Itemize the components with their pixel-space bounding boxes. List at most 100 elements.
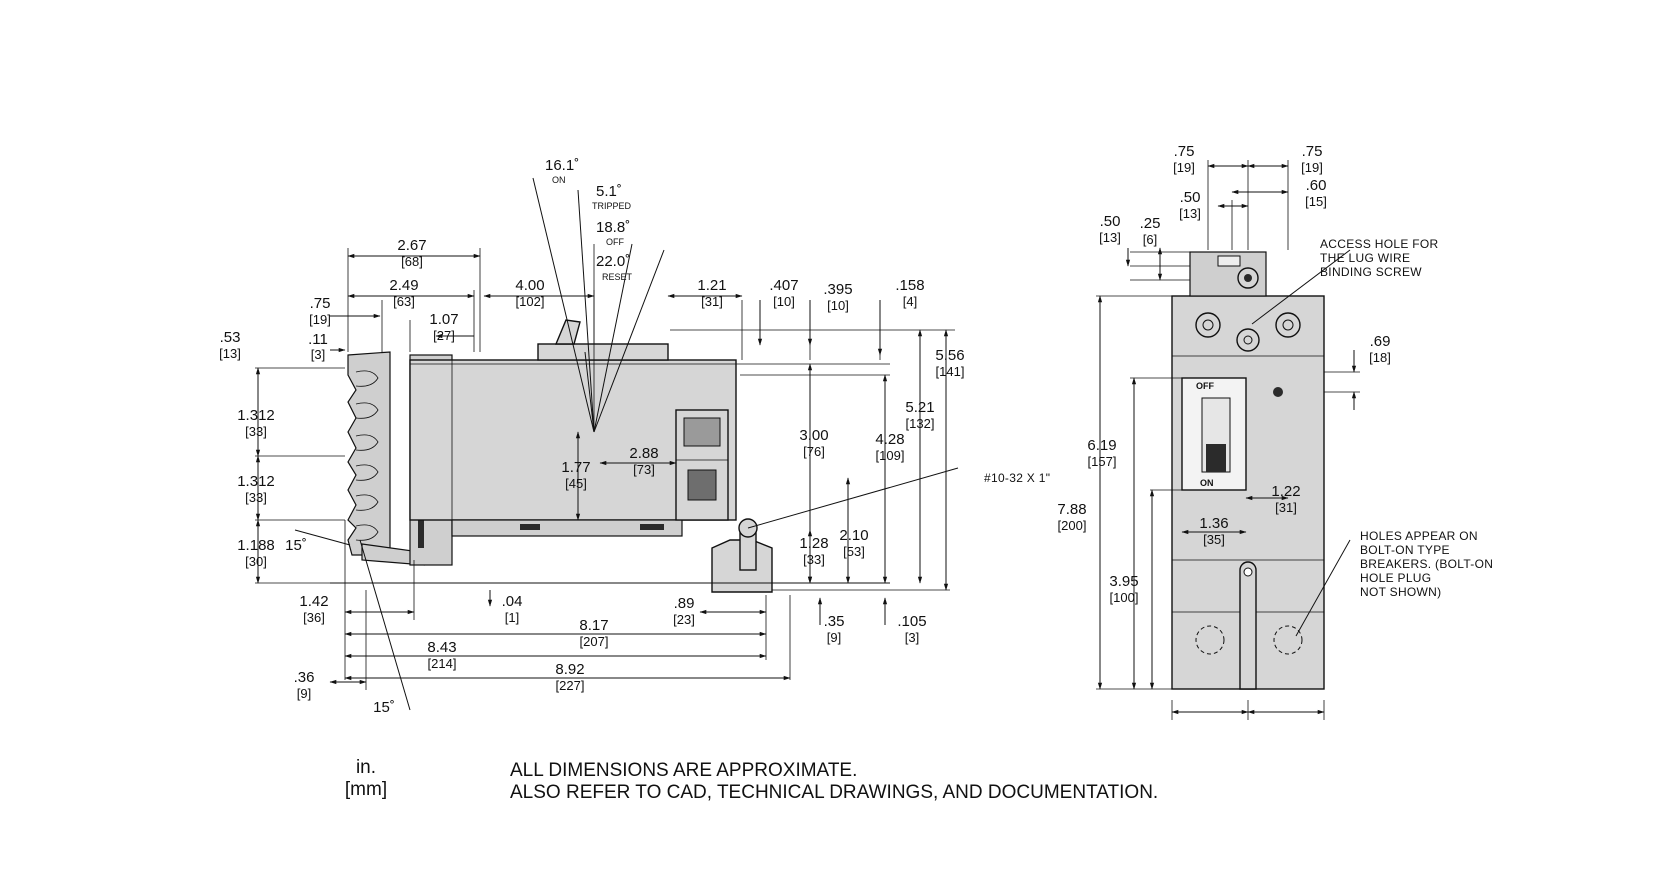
dimension-arrows (255, 253, 959, 711)
dim-front-view-dims-8-in: 6.19 (1087, 437, 1116, 454)
dim-side-view-dims-23-mm: [1] (505, 610, 519, 625)
dim-side-view-dims-13-mm: [109] (876, 448, 905, 463)
front-dimension-arrows (1097, 163, 1357, 715)
dim-side-view-dims-25-mm: [207] (580, 634, 609, 649)
dim-front-view-dims-1-in: .75 (1302, 143, 1323, 160)
dim-side-view-dims-5-mm: [13] (219, 346, 241, 361)
dim-front-view-dims-4-in: .50 (1100, 213, 1121, 230)
angle-off-value: 18.8˚ (596, 219, 630, 236)
units-mm: [mm] (344, 779, 388, 800)
dim-side-view-dims-2-mm: [19] (309, 312, 331, 327)
dim-front-view-dims-11-mm: [31] (1275, 500, 1297, 515)
dim-front-view-dims-9-in: 3.95 (1109, 573, 1138, 590)
dim-side-view-dims-26-in: 8.43 (427, 639, 456, 656)
dim-side-view-dims-18-in: 1.312 (237, 473, 275, 490)
dim-side-view-dims-0-mm: [68] (401, 254, 423, 269)
dim-side-view-dims-15-mm: [73] (633, 462, 655, 477)
dim-side-view-dims-28-in: .36 (294, 669, 315, 686)
dim-side-view-dims-22-mm: [36] (303, 610, 325, 625)
angle-reset-value: 22.0˚ (596, 253, 630, 270)
dim-front-view-dims-5-in: .25 (1140, 215, 1161, 232)
front-view-labels: .75 [19] .75 [19] .50 [13] .60 [15] .50 … (1057, 143, 1493, 605)
angle-tripped-label: TRIPPED (592, 201, 632, 211)
dim-side-view-dims-20-mm: [53] (843, 544, 865, 559)
extension-lines (255, 248, 955, 690)
dim-side-view-dims-14-mm: [76] (803, 444, 825, 459)
left-angle: 15˚ (373, 699, 395, 716)
dim-front-view-dims-3-mm: [15] (1305, 194, 1327, 209)
front-view: OFF ON (1057, 143, 1493, 720)
dim-side-view-dims-5-in: .53 (220, 329, 241, 346)
dim-front-view-dims-7-mm: [200] (1058, 518, 1087, 533)
dim-side-view-dims-9-mm: [10] (827, 298, 849, 313)
screw-label: #10-32 X 1" (984, 471, 1050, 485)
dim-front-view-dims-11-in: 1.22 (1271, 483, 1300, 500)
dim-front-view-dims-7-in: 7.88 (1057, 501, 1086, 518)
dim-side-view-dims-6-in: 4.00 (515, 277, 544, 294)
dim-front-view-dims-2-mm: [13] (1179, 206, 1201, 221)
holes-note-5: NOT SHOWN) (1360, 585, 1441, 599)
dim-side-view-dims-9-in: .395 (823, 281, 852, 298)
footer-notes: ALL DIMENSIONS ARE APPROXIMATE. ALSO REF… (510, 760, 1158, 804)
dim-side-view-dims-4-mm: [3] (311, 347, 325, 362)
dim-side-view-dims-1-in: 2.49 (389, 277, 418, 294)
dim-side-view-dims-11-in: 5.56 (935, 347, 964, 364)
dim-side-view-dims-1-mm: [63] (393, 294, 415, 309)
dim-side-view-dims-8-in: .407 (769, 277, 798, 294)
dim-side-view-dims-18-mm: [33] (245, 490, 267, 505)
holes-note-2: BOLT-ON TYPE (1360, 543, 1450, 557)
access-hole-note-3: BINDING SCREW (1320, 265, 1422, 279)
access-hole-note-1: ACCESS HOLE FOR (1320, 237, 1439, 251)
dim-side-view-dims-12-mm: [132] (906, 416, 935, 431)
dim-side-view-dims-24-in: .89 (674, 595, 695, 612)
dim-side-view-dims-24-mm: [23] (673, 612, 695, 627)
side-view: 16.1˚ ON 5.1˚ TRIPPED 18.8˚ OFF 22.0˚ RE… (219, 157, 1050, 716)
dim-side-view-dims-17-mm: [33] (245, 424, 267, 439)
holes-note-3: BREAKERS. (BOLT-ON (1360, 557, 1493, 571)
holes-note-4: HOLE PLUG (1360, 571, 1431, 585)
dim-side-view-dims-27-in: 8.92 (555, 661, 584, 678)
angle-on-label: ON (552, 175, 566, 185)
dim-side-view-dims-0-in: 2.67 (397, 237, 426, 254)
dim-side-view-dims-19-mm: [30] (245, 554, 267, 569)
dim-side-view-dims-11-mm: [141] (936, 364, 965, 379)
dim-side-view-dims-29-in: .35 (824, 613, 845, 630)
dim-side-view-dims-19-in: 1.188 (237, 537, 275, 554)
dim-front-view-dims-2-in: .50 (1180, 189, 1201, 206)
dim-front-view-dims-0-mm: [19] (1173, 160, 1195, 175)
angle-on-value: 16.1˚ (545, 157, 579, 174)
toggle-handle (554, 319, 581, 345)
handle-on-label: ON (1200, 478, 1214, 488)
side-view-labels: 16.1˚ ON 5.1˚ TRIPPED 18.8˚ OFF 22.0˚ RE… (219, 157, 1050, 716)
dim-side-view-dims-30-mm: [3] (905, 630, 919, 645)
dim-side-view-dims-16-in: 1.77 (561, 459, 590, 476)
dim-front-view-dims-10-in: 1.36 (1199, 515, 1228, 532)
dim-side-view-dims-21-mm: [33] (803, 552, 825, 567)
dim-side-view-dims-7-mm: [31] (701, 294, 723, 309)
angle-tripped-value: 5.1˚ (596, 183, 622, 200)
bottom-angle: 15˚ (285, 537, 307, 554)
dim-front-view-dims-3-in: .60 (1306, 177, 1327, 194)
dim-side-view-dims-12-in: 5.21 (905, 399, 934, 416)
dim-side-view-dims-16-mm: [45] (565, 476, 587, 491)
dim-side-view-dims-14-in: 3.00 (799, 427, 828, 444)
dim-front-view-dims-8-mm: [157] (1088, 454, 1117, 469)
dim-side-view-dims-26-mm: [214] (428, 656, 457, 671)
footer-line-1: ALL DIMENSIONS ARE APPROXIMATE. (510, 760, 858, 781)
angle-off-label: OFF (606, 237, 624, 247)
dim-side-view-dims-29-mm: [9] (827, 630, 841, 645)
dim-side-view-dims-28-mm: [9] (297, 686, 311, 701)
dim-side-view-dims-3-in: 1.07 (429, 311, 458, 328)
dim-front-view-dims-1-mm: [19] (1301, 160, 1323, 175)
dim-side-view-dims-10-mm: [4] (903, 294, 917, 309)
access-hole-note-2: THE LUG WIRE (1320, 251, 1410, 265)
units-legend: in. [mm] (336, 757, 396, 801)
dim-front-view-dims-10-mm: [35] (1203, 532, 1225, 547)
dim-side-view-dims-22-in: 1.42 (299, 593, 328, 610)
dim-front-view-dims-0-in: .75 (1174, 143, 1195, 160)
dim-side-view-dims-6-mm: [102] (516, 294, 545, 309)
dim-side-view-dims-4-in: .11 (308, 331, 328, 348)
dim-side-view-dims-17-in: 1.312 (237, 407, 275, 424)
dim-front-view-dims-9-mm: [100] (1110, 590, 1139, 605)
dim-side-view-dims-21-in: 1.28 (799, 535, 828, 552)
